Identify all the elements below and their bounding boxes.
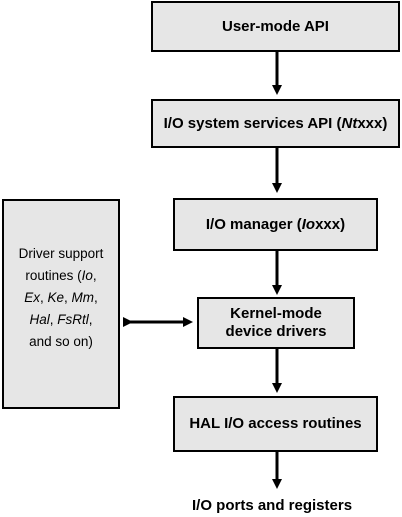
- kernel-drivers-line1: Kernel-mode: [230, 305, 322, 322]
- user-mode-api-label: User-mode API: [222, 17, 329, 35]
- io-system-services-label: I/O system services API (Ntxxx): [163, 114, 388, 132]
- user-mode-api-box: User-mode API: [151, 1, 400, 52]
- kernel-drivers-line2: device drivers: [225, 323, 327, 340]
- io-ports-registers-label: I/O ports and registers: [192, 497, 353, 514]
- io-system-services-box: I/O system services API (Ntxxx): [151, 99, 400, 148]
- io-manager-box: I/O manager (Ioxxx): [173, 198, 378, 251]
- driver-support-line2: routines (Io,: [25, 268, 97, 283]
- hal-io-routines-box: HAL I/O access routines: [173, 396, 378, 452]
- driver-support-line3: Ex, Ke, Mm,: [24, 290, 98, 305]
- driver-support-routines-box: Driver support routines (Io, Ex, Ke, Mm,…: [2, 199, 120, 409]
- driver-support-line1: Driver support: [18, 246, 104, 261]
- io-manager-label: I/O manager (Ioxxx): [205, 215, 346, 233]
- driver-support-line4: Hal, FsRtl,: [29, 312, 93, 327]
- hal-io-routines-label: HAL I/O access routines: [189, 415, 362, 432]
- driver-support-line5: and so on): [29, 334, 93, 349]
- kernel-mode-drivers-box: Kernel-mode device drivers: [197, 297, 355, 349]
